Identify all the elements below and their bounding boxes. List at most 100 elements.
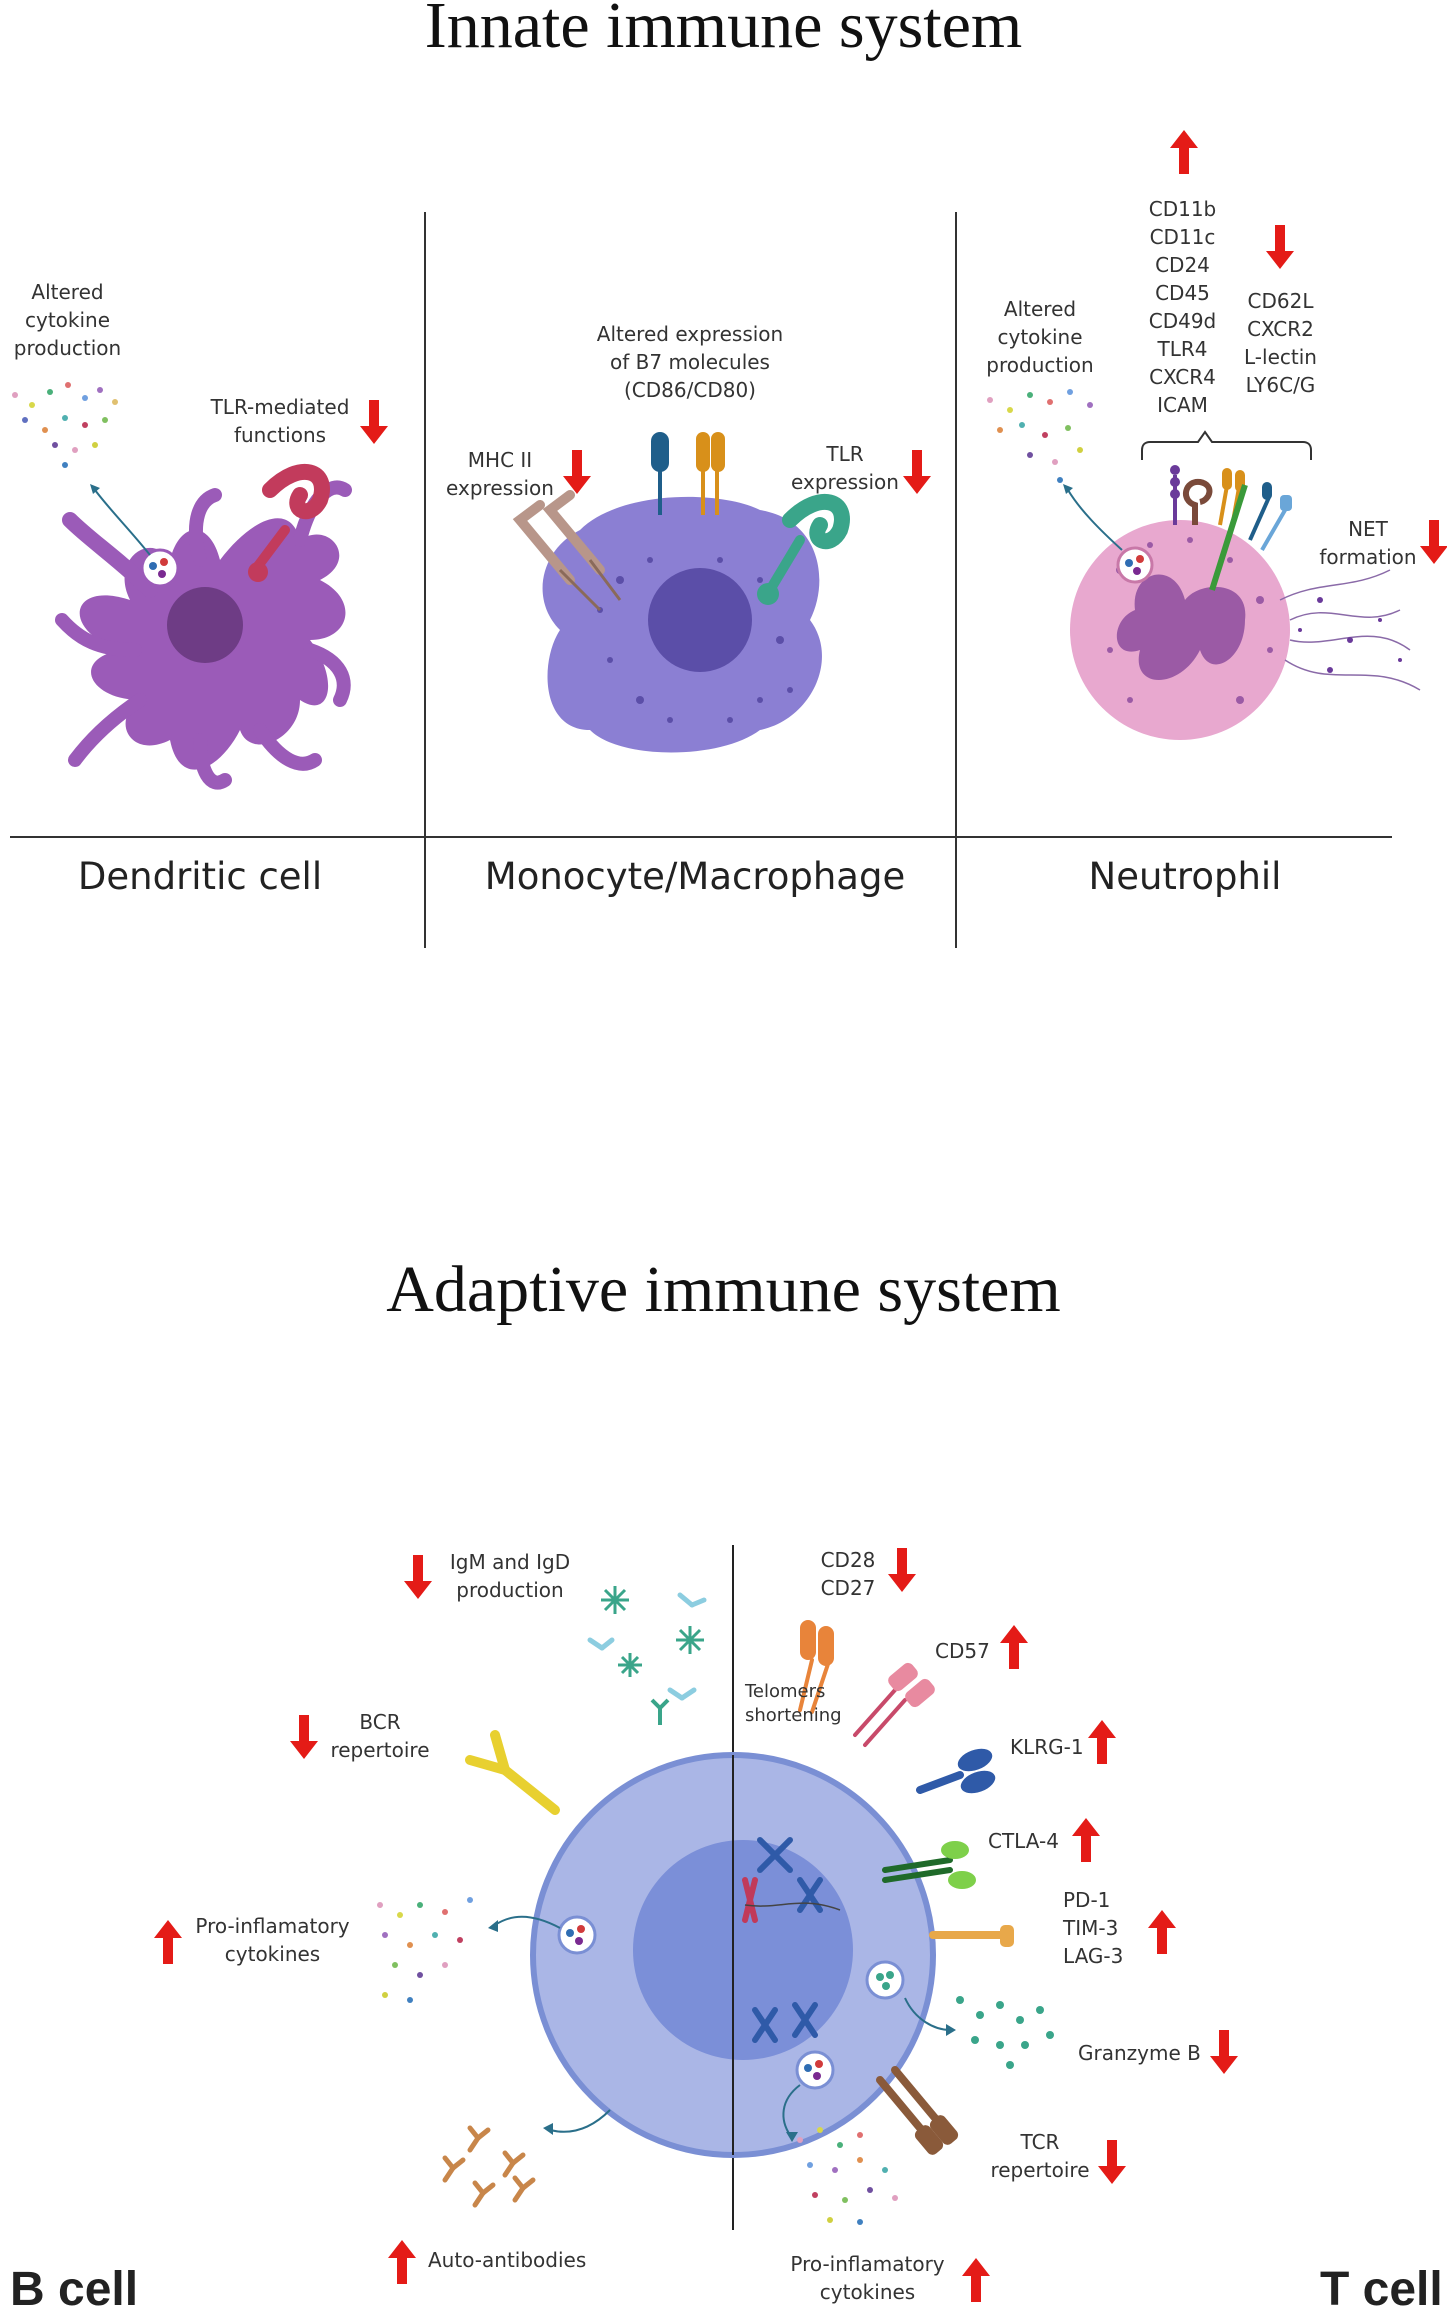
bcr-line-1: BCR	[359, 1710, 401, 1734]
tim3-line: TIM-3	[1063, 1916, 1119, 1940]
b-proinflam-line-1: Pro-inflamatory	[195, 1914, 350, 1938]
up-marker: TLR4	[1157, 337, 1208, 361]
monocyte-cell-name: Monocyte/Macrophage	[484, 855, 906, 898]
dendritic-cytokine-label: Altered cytokine production	[0, 278, 135, 362]
dendritic-cytokine-line-3: production	[13, 336, 122, 360]
klrg-label: KLRG-1	[1010, 1735, 1084, 1759]
cd28-down-arrow	[888, 1548, 916, 1592]
tcr-down-arrow	[1098, 2140, 1126, 2184]
klrg-up-arrow	[1088, 1720, 1116, 1764]
up-marker: CD45	[1155, 281, 1210, 305]
telomere-label: Telomers shortening	[745, 1680, 842, 1728]
dendritic-cytokine-line-1: Altered	[31, 280, 104, 304]
b7-line-2: of B7 molecules	[610, 350, 770, 374]
cd57-up-arrow	[1000, 1625, 1028, 1669]
b-proinflam-up-arrow	[154, 1920, 182, 1964]
adaptive-cell-illustration	[377, 1545, 1054, 2230]
tcr-label: TCR repertoire	[985, 2128, 1095, 2184]
telomere-line-1: Telomers	[745, 1681, 826, 1702]
mhc-line-2: expression	[446, 476, 554, 500]
bcell-name: B cell	[10, 2263, 139, 2316]
t-proinflam-up-arrow	[962, 2258, 990, 2302]
down-marker: CXCR2	[1247, 317, 1314, 341]
neutrophil-markers-down-arrow	[1266, 225, 1294, 269]
neutrophil-markers-up-arrow	[1170, 130, 1198, 174]
pd1-up-arrow	[1148, 1910, 1176, 1954]
granzyme-label: Granzyme B	[1078, 2041, 1201, 2065]
granzyme-down-arrow	[1210, 2030, 1238, 2074]
tcr-line-1: TCR	[1020, 2130, 1060, 2154]
monocyte-tlr-line-2: expression	[791, 470, 899, 494]
monocyte-tlr-down-arrow	[903, 450, 931, 494]
neutrophil-down-markers: CD62L CXCR2 L-lectin LY6C/G	[1228, 287, 1333, 399]
b-proinflam-label: Pro-inflamatory cytokines	[190, 1912, 355, 1968]
monocyte-tlr-label: TLR expression	[790, 440, 900, 496]
pd1-label: PD-1 TIM-3 LAG-3	[1063, 1886, 1123, 1970]
b7-line-3: (CD86/CD80)	[624, 378, 756, 402]
innate-panel-lines	[10, 212, 1392, 948]
dendritic-cytokine-line-2: cytokine	[24, 308, 111, 332]
t-proinflam-line-1: Pro-inflamatory	[790, 2252, 945, 2276]
net-label: NET formation	[1318, 515, 1418, 571]
tcell-name: T cell	[1320, 2263, 1443, 2316]
ctla-label: CTLA-4	[988, 1829, 1059, 1853]
igm-down-arrow	[404, 1555, 432, 1599]
down-marker: LY6C/G	[1245, 373, 1316, 397]
b7-label: Altered expression of B7 molecules (CD86…	[580, 320, 800, 404]
neutrophil-illustration	[987, 389, 1421, 740]
igm-line-1: IgM and IgD	[449, 1550, 571, 1574]
up-marker: CD24	[1155, 253, 1210, 277]
neutrophil-cell-name: Neutrophil	[1088, 855, 1282, 898]
mhc-line-1: MHC II	[467, 448, 533, 472]
cd57-label: CD57	[935, 1639, 990, 1663]
cd28-label: CD28 CD27	[808, 1546, 888, 1602]
net-line-1: NET	[1348, 517, 1388, 541]
mhc-down-arrow	[563, 450, 591, 494]
t-proinflam-line-2: cytokines	[819, 2280, 916, 2304]
autoab-up-arrow	[388, 2240, 416, 2284]
neutrophil-cytokine-line-3: production	[986, 353, 1094, 377]
dendritic-cell-illustration	[12, 382, 352, 790]
adaptive-title: Adaptive immune system	[386, 1253, 1061, 1326]
dendritic-tlr-line-2: functions	[233, 423, 327, 447]
lag3-line: LAG-3	[1063, 1944, 1124, 1968]
dendritic-cytokine-dots	[12, 382, 118, 468]
cd27-line: CD27	[820, 1576, 876, 1600]
net-line-2: formation	[1319, 545, 1417, 569]
mhc-label: MHC II expression	[440, 446, 560, 502]
down-marker: L-lectin	[1244, 345, 1317, 369]
tcr-line-2: repertoire	[990, 2158, 1090, 2182]
ctla-up-arrow	[1072, 1818, 1100, 1862]
dendritic-cell-name: Dendritic cell	[77, 855, 323, 898]
pd1-line: PD-1	[1063, 1888, 1111, 1912]
neutrophil-cytokine-label: Altered cytokine production	[975, 295, 1105, 379]
b7-line-1: Altered expression	[596, 322, 784, 346]
net-down-arrow	[1420, 520, 1447, 564]
neutrophil-up-markers: CD11b CD11c CD24 CD45 CD49d TLR4 CXCR4 I…	[1130, 195, 1235, 419]
up-marker: ICAM	[1157, 393, 1208, 417]
dendritic-tlr-down-arrow	[360, 400, 388, 444]
bcr-label: BCR repertoire	[325, 1708, 435, 1764]
dendritic-tlr-line-1: TLR-mediated	[210, 395, 350, 419]
b-proinflam-line-2: cytokines	[224, 1942, 321, 1966]
autoab-label: Auto-antibodies	[428, 2248, 587, 2272]
up-marker: CD11b	[1148, 197, 1217, 221]
monocyte-illustration	[512, 432, 850, 753]
neutrophil-cytokine-line-2: cytokine	[997, 325, 1083, 349]
dendritic-tlr-label: TLR-mediated functions	[200, 393, 360, 449]
up-marker: CD49d	[1148, 309, 1217, 333]
telomere-line-2: shortening	[745, 1705, 842, 1726]
innate-title: Innate immune system	[424, 0, 1023, 62]
cd28-line: CD28	[820, 1548, 876, 1572]
t-proinflam-label: Pro-inflamatory cytokines	[785, 2250, 950, 2306]
bcr-down-arrow	[290, 1715, 318, 1759]
up-marker: CXCR4	[1149, 365, 1216, 389]
bcr-line-2: repertoire	[330, 1738, 430, 1762]
neutrophil-cytokine-line-1: Altered	[1003, 297, 1077, 321]
monocyte-tlr-line-1: TLR	[826, 442, 864, 466]
igm-label: IgM and IgD production	[440, 1548, 580, 1604]
igm-line-2: production	[456, 1578, 564, 1602]
up-marker: CD11c	[1149, 225, 1216, 249]
down-marker: CD62L	[1247, 289, 1314, 313]
